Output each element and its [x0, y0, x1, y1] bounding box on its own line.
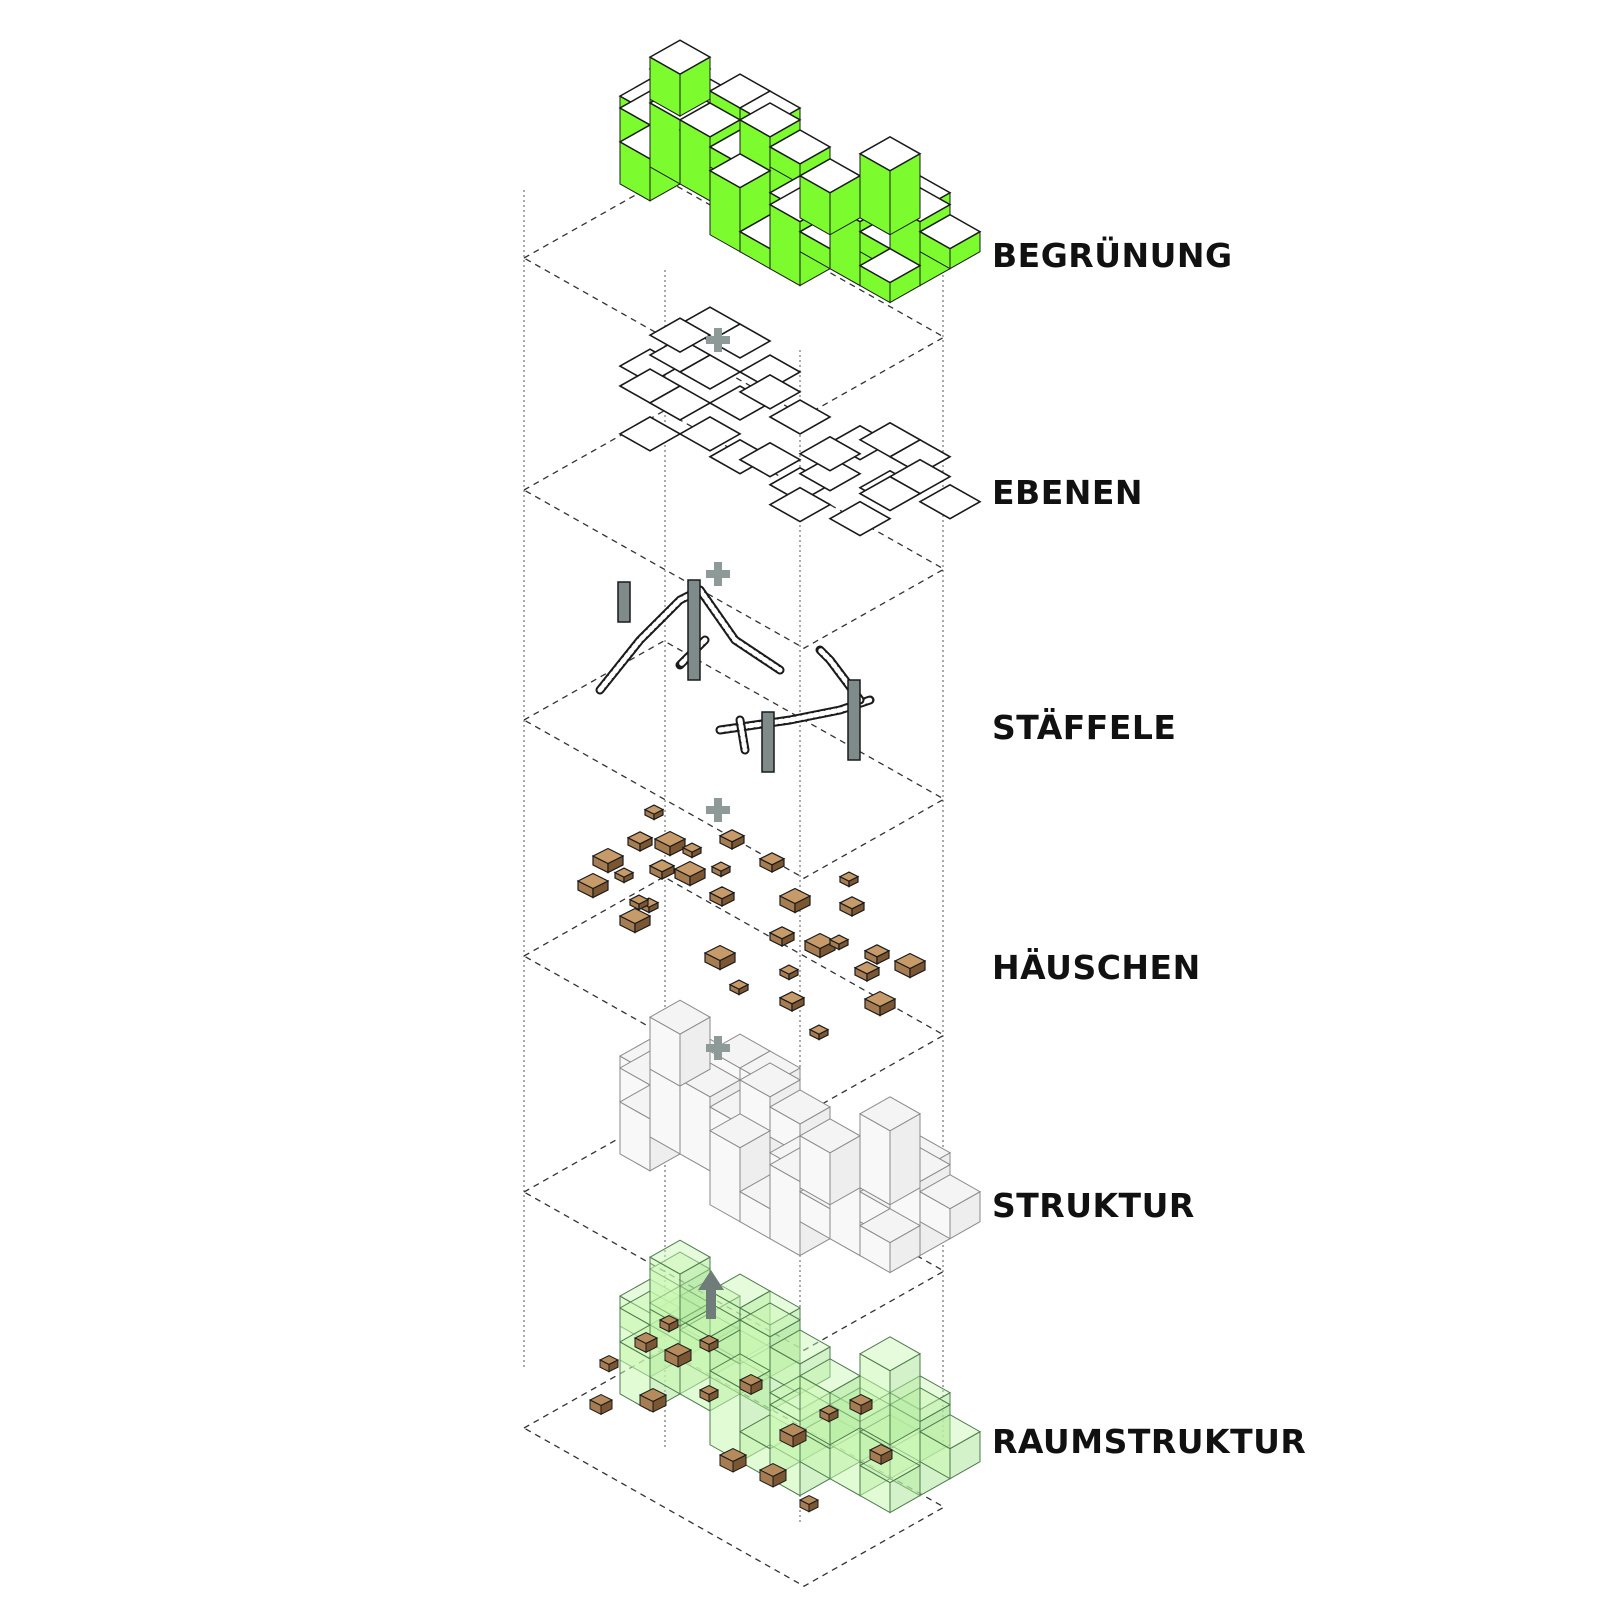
- layer-label-raumstruktur: RAUMSTRUKTUR: [992, 1422, 1307, 1461]
- plus-icon: [706, 798, 730, 822]
- layer-plate-raumstruktur: [522, 1239, 982, 1587]
- layer-label-staeffele: STÄFFELE: [992, 708, 1177, 747]
- layer-plate-begruenung: [522, 39, 982, 417]
- layer-label-ebenen: EBENEN: [992, 473, 1144, 512]
- layer-plate-staeffele: [522, 579, 946, 879]
- layer-label-struktur: STRUKTUR: [992, 1186, 1195, 1225]
- plus-icon: [706, 328, 730, 352]
- layer-label-haeuschen: HÄUSCHEN: [992, 948, 1201, 987]
- arrow-up-icon: [698, 1270, 724, 1319]
- vertical-guide-lines: [523, 190, 944, 1525]
- plus-icon: [706, 562, 730, 586]
- layer-plate-struktur: [522, 999, 982, 1351]
- plus-icon: [706, 1036, 730, 1060]
- layer-plate-ebenen: [522, 306, 982, 649]
- layer-label-begruenung: BEGRÜNUNG: [992, 236, 1233, 275]
